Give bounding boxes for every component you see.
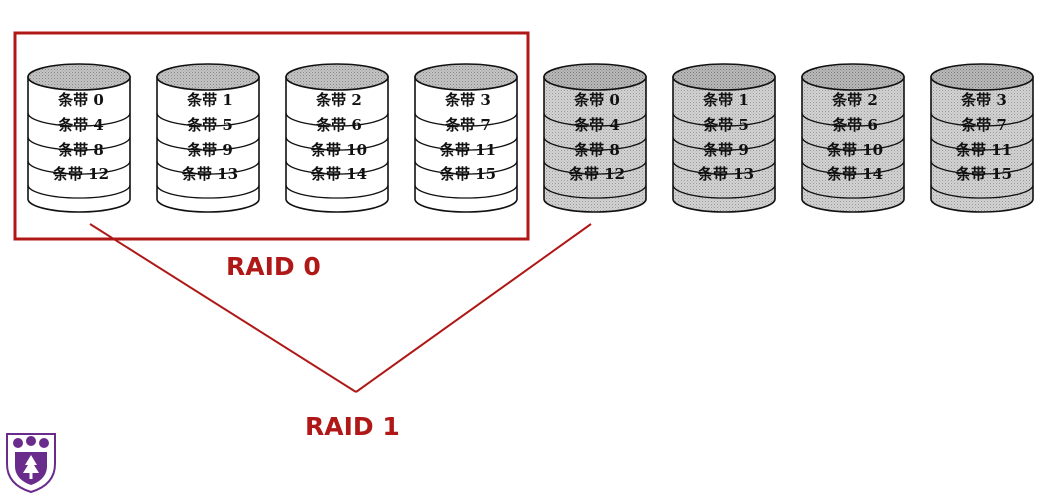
raid1-connector [89, 223, 592, 393]
stripe-divider [414, 160, 518, 175]
primary-disk: 条带 2 条带 6 条带 10 条带 14 [285, 63, 389, 213]
disk-body [285, 76, 389, 213]
mirror-disk: 条带 2 条带 6 条带 10 条带 14 [801, 63, 905, 213]
stripe-label: 条带 9 [702, 141, 749, 159]
stripe-label: 条带 4 [57, 116, 104, 134]
stripe-divider [543, 160, 647, 175]
disk-body [543, 76, 647, 213]
stripe-divider [156, 136, 260, 151]
disk-body [801, 76, 905, 213]
stripe-divider [285, 160, 389, 175]
stripe-label: 条带 8 [573, 141, 620, 159]
stripe-label: 条带 12 [568, 165, 625, 183]
stripe-divider [672, 184, 776, 199]
primary-disk: 条带 1 条带 5 条带 9 条带 13 [156, 63, 260, 213]
disk-top [156, 63, 260, 91]
mirror-disk: 条带 1 条带 5 条带 9 条带 13 [672, 63, 776, 213]
disk-top [543, 63, 647, 91]
stripe-divider [27, 136, 131, 151]
stripe-label: 条带 3 [444, 91, 491, 109]
stripe-divider [414, 112, 518, 127]
stripe-label: 条带 6 [315, 116, 362, 134]
stripe-divider [930, 136, 1034, 151]
disk-body [156, 76, 260, 213]
raid1-connector-right [355, 223, 592, 393]
disk-body [930, 76, 1034, 213]
stripe-divider [543, 184, 647, 199]
raid1-connector-left [89, 223, 357, 393]
stripe-divider [27, 112, 131, 127]
stripe-divider [156, 160, 260, 175]
university-crest-icon [6, 433, 56, 494]
stripe-divider [801, 112, 905, 127]
raid0-group-box [13, 31, 530, 241]
stripe-label: 条带 13 [697, 165, 754, 183]
stripe-label: 条带 8 [57, 141, 104, 159]
stripe-label: 条带 1 [186, 91, 233, 109]
stripe-label: 条带 11 [955, 141, 1012, 159]
raid0-label: RAID 0 [226, 252, 321, 281]
stripe-label: 条带 5 [186, 116, 233, 134]
stripe-label: 条带 1 [702, 91, 749, 109]
stripe-divider [801, 160, 905, 175]
raid1-label: RAID 1 [305, 412, 400, 441]
stripe-label: 条带 4 [573, 116, 620, 134]
stripe-divider [672, 160, 776, 175]
stripe-divider [285, 184, 389, 199]
disk-top [414, 63, 518, 91]
stripe-label: 条带 5 [702, 116, 749, 134]
stripe-divider [672, 136, 776, 151]
stripe-label: 条带 14 [826, 165, 883, 183]
stripe-label: 条带 0 [57, 91, 104, 109]
disk-top [801, 63, 905, 91]
primary-disk: 条带 0 条带 4 条带 8 条带 12 [27, 63, 131, 213]
disk-body [27, 76, 131, 213]
mirror-disk: 条带 3 条带 7 条带 11 条带 15 [930, 63, 1034, 213]
stripe-divider [27, 160, 131, 175]
stripe-label: 条带 10 [310, 141, 367, 159]
stripe-label: 条带 2 [831, 91, 878, 109]
stripe-divider [930, 160, 1034, 175]
stripe-label: 条带 14 [310, 165, 367, 183]
stripe-divider [414, 184, 518, 199]
stripe-label: 条带 15 [955, 165, 1012, 183]
stripe-label: 条带 9 [186, 141, 233, 159]
stripe-divider [156, 112, 260, 127]
stripe-divider [930, 112, 1034, 127]
stripe-label: 条带 2 [315, 91, 362, 109]
stripe-label: 条带 11 [439, 141, 496, 159]
stripe-divider [156, 184, 260, 199]
stripe-divider [285, 112, 389, 127]
primary-disk: 条带 3 条带 7 条带 11 条带 15 [414, 63, 518, 213]
disk-body [414, 76, 518, 213]
stripe-label: 条带 6 [831, 116, 878, 134]
stripe-divider [414, 136, 518, 151]
stripe-divider [543, 136, 647, 151]
stripe-divider [543, 112, 647, 127]
stripe-divider [801, 136, 905, 151]
disk-top [672, 63, 776, 91]
disk-top [285, 63, 389, 91]
mirror-disk: 条带 0 条带 4 条带 8 条带 12 [543, 63, 647, 213]
stripe-divider [672, 112, 776, 127]
stripe-divider [930, 184, 1034, 199]
stripe-label: 条带 15 [439, 165, 496, 183]
stripe-label: 条带 7 [444, 116, 491, 134]
stripe-label: 条带 0 [573, 91, 620, 109]
disk-body [672, 76, 776, 213]
stripe-divider [801, 184, 905, 199]
stripe-label: 条带 3 [960, 91, 1007, 109]
stripe-divider [27, 184, 131, 199]
disk-top [930, 63, 1034, 91]
stripe-label: 条带 7 [960, 116, 1007, 134]
stripe-label: 条带 12 [52, 165, 109, 183]
disk-top [27, 63, 131, 91]
stripe-divider [285, 136, 389, 151]
stripe-label: 条带 10 [826, 141, 883, 159]
stripe-label: 条带 13 [181, 165, 238, 183]
